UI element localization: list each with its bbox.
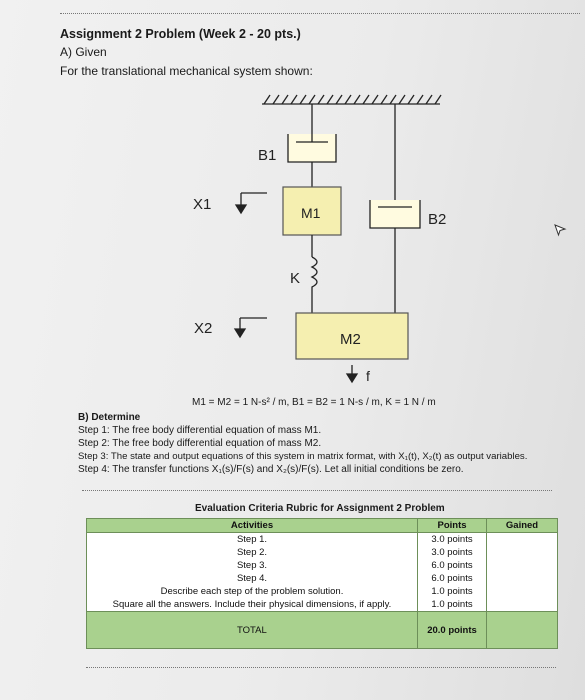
table-row: Step 1. 3.0 points (86, 532, 558, 546)
rubric-total-row: TOTAL 20.0 points (86, 611, 558, 649)
label-m2: M2 (340, 331, 361, 348)
col-activities: Activities (86, 518, 418, 533)
label-x1: X1 (193, 196, 211, 213)
table-row: Step 2. 3.0 points (86, 546, 558, 559)
top-divider (60, 13, 580, 14)
section-b-heading: B) Determine (78, 412, 141, 423)
points-cell: 1.0 points (417, 598, 487, 612)
mass-m1-block (282, 186, 342, 236)
b2-damper-cup (369, 200, 421, 229)
points-cell: 1.0 points (417, 585, 487, 598)
rubric-header-row: Activities Points Gained (86, 518, 558, 533)
col-gained: Gained (486, 518, 558, 533)
label-k: K (290, 270, 300, 287)
step-2-text: Step 2: The free body differential equat… (78, 438, 322, 449)
rubric-table: Activities Points Gained Step 1. 3.0 poi… (86, 518, 558, 649)
activity-cell: Step 1. (86, 532, 418, 546)
assignment-title: Assignment 2 Problem (Week 2 - 20 pts.) (60, 27, 301, 41)
x2-arrow-icon (233, 328, 247, 339)
gained-cell[interactable] (486, 559, 558, 572)
points-cell: 6.0 points (417, 572, 487, 585)
gained-cell[interactable] (486, 572, 558, 585)
activity-cell: Describe each step of the problem soluti… (86, 585, 418, 598)
label-f: f (366, 368, 370, 384)
mid-divider (82, 490, 552, 491)
table-row: Describe each step of the problem soluti… (86, 585, 558, 598)
spring-k (310, 256, 318, 293)
label-x2: X2 (194, 320, 212, 337)
x1-arrow-icon (234, 204, 248, 215)
total-label: TOTAL (86, 611, 418, 649)
activity-cell: Step 3. (86, 559, 418, 572)
step-1-text: Step 1: The free body differential equat… (78, 425, 322, 436)
step-4-text: Step 4: The transfer functions X₁(s)/F(s… (78, 464, 464, 475)
intro-text: For the translational mechanical system … (60, 64, 313, 78)
points-cell: 3.0 points (417, 546, 487, 559)
table-row: Step 4. 6.0 points (86, 572, 558, 585)
total-points: 20.0 points (417, 611, 487, 649)
gained-cell[interactable] (486, 598, 558, 612)
gained-cell[interactable] (486, 585, 558, 598)
force-arrow-icon (345, 373, 359, 384)
activity-cell: Square all the answers. Include their ph… (86, 598, 418, 612)
rubric-title: Evaluation Criteria Rubric for Assignmen… (195, 503, 445, 514)
label-b2: B2 (428, 211, 446, 228)
table-row: Square all the answers. Include their ph… (86, 598, 558, 612)
label-m1: M1 (301, 205, 321, 221)
col-points: Points (417, 518, 487, 533)
points-cell: 3.0 points (417, 532, 487, 546)
table-row: Step 3. 6.0 points (86, 559, 558, 572)
activity-cell: Step 4. (86, 572, 418, 585)
ceiling-hatch (263, 94, 442, 105)
gained-cell[interactable] (486, 532, 558, 546)
bottom-divider (86, 667, 556, 668)
mass-m2-block (295, 312, 409, 360)
section-a-heading: A) Given (60, 45, 107, 59)
total-gained-cell[interactable] (486, 611, 558, 649)
gained-cell[interactable] (486, 546, 558, 559)
activity-cell: Step 2. (86, 546, 418, 559)
mouse-cursor-icon (554, 224, 567, 237)
label-b1: B1 (258, 147, 276, 164)
parameter-values: M1 = M2 = 1 N-s² / m, B1 = B2 = 1 N-s / … (192, 397, 436, 408)
step-3-text: Step 3: The state and output equations o… (78, 451, 528, 462)
points-cell: 6.0 points (417, 559, 487, 572)
